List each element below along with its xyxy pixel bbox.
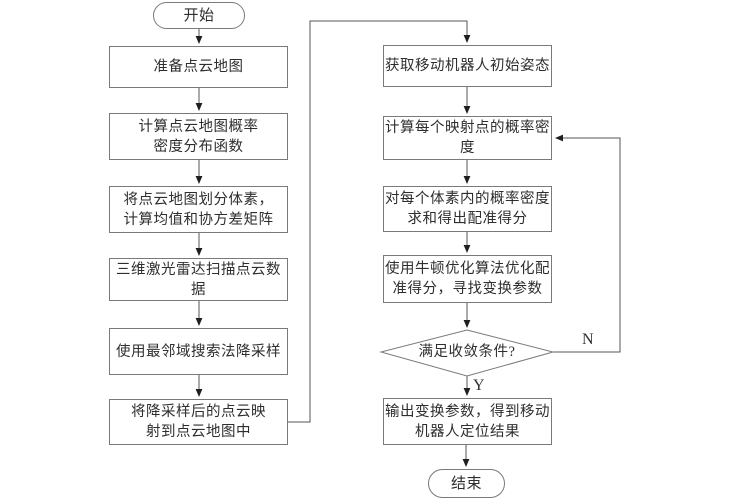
end-node: 结束 [428, 469, 505, 498]
process-sum-voxel-registration-score: 对每个体素内的概率密度 求和得出配准得分 [383, 186, 552, 232]
process-get-initial-robot-pose: 获取移动机器人初始姿态 [383, 45, 552, 87]
start-node: 开始 [153, 2, 245, 29]
process-lidar-scan-pointcloud: 三维激光雷达扫描点云数据 [109, 258, 288, 301]
yes-branch-label: Y [473, 377, 485, 394]
process-compute-point-probability-density: 计算每个映射点的概率密度 [383, 116, 552, 160]
process-nearest-neighbor-downsample: 使用最邻域搜索法降采样 [109, 328, 288, 375]
process-map-downsampled-points: 将降采样后的点云映 射到点云地图中 [109, 399, 288, 445]
process-voxelize-compute-mean-covariance: 将点云地图划分体素， 计算均值和协方差矩阵 [109, 186, 288, 233]
decision-convergence-label: 满足收敛条件? [418, 343, 516, 360]
connector-decision-no-loop [553, 134, 621, 353]
process-prepare-pointcloud-map: 准备点云地图 [109, 46, 288, 88]
process-compute-probability-density-function: 计算点云地图概率 密度分布函数 [109, 113, 288, 160]
connector-mapping-to-initial-pose [288, 20, 471, 423]
decision-diamond-shape [379, 329, 555, 377]
process-output-localization-result: 输出变换参数，得到移动 机器人定位结果 [383, 398, 552, 445]
process-newton-optimize-transform-params: 使用牛顿优化算法优化配 准得分，寻找变换参数 [383, 255, 552, 303]
no-branch-label: N [582, 331, 594, 348]
